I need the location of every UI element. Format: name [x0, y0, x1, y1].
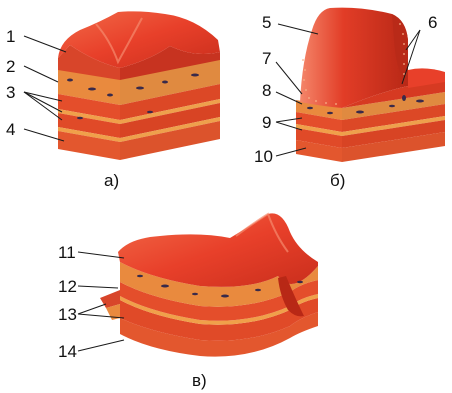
label-3: 3 — [6, 83, 15, 102]
caption-a: а) — [104, 171, 119, 190]
label-6: 6 — [428, 13, 437, 32]
panel-b — [296, 8, 445, 162]
label-13: 13 — [58, 305, 77, 324]
panel-v — [100, 213, 318, 356]
label-5: 5 — [262, 13, 271, 32]
caption-b: б) — [330, 171, 345, 190]
label-14: 14 — [58, 342, 77, 361]
label-12: 12 — [58, 277, 77, 296]
label-8: 8 — [262, 81, 271, 100]
label-2: 2 — [6, 57, 15, 76]
label-11: 11 — [58, 243, 76, 262]
label-7: 7 — [262, 49, 271, 68]
caption-v: в) — [192, 371, 207, 390]
label-9: 9 — [262, 113, 271, 132]
label-4: 4 — [6, 120, 15, 139]
panel-a — [58, 11, 220, 160]
label-10: 10 — [254, 147, 273, 166]
label-1: 1 — [6, 27, 15, 46]
